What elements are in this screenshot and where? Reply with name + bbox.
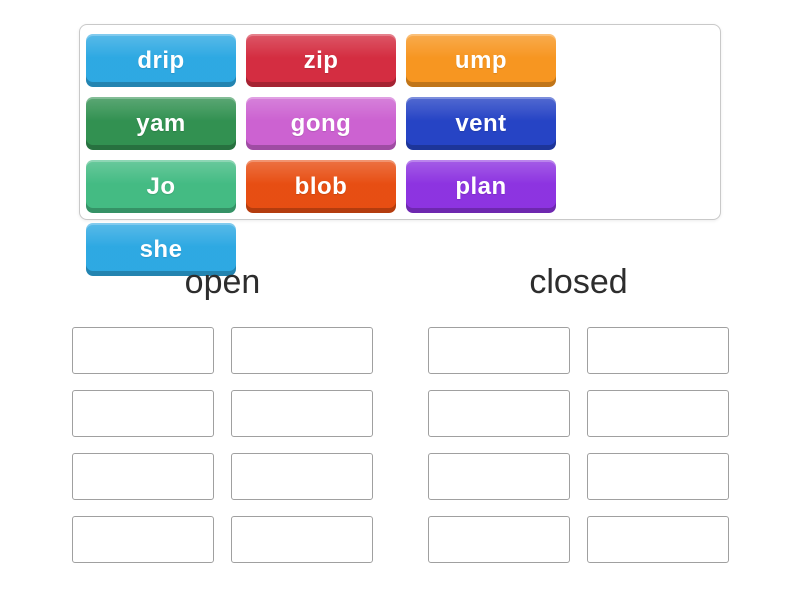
word-tile-label: drip [137,46,185,74]
word-tile[interactable]: blob [246,160,396,213]
drop-slot[interactable] [72,516,214,563]
drop-slot[interactable] [587,516,729,563]
word-tile[interactable]: Jo [86,160,236,213]
slot-grid [428,327,729,563]
drop-slot[interactable] [72,327,214,374]
word-tile-label: ump [454,46,508,74]
word-tile[interactable]: ump [406,34,556,87]
word-tile[interactable]: zip [246,34,396,87]
word-tile-label: yam [136,109,186,137]
drop-slot[interactable] [587,327,729,374]
word-tile-label: plan [455,172,507,200]
drop-slot[interactable] [231,516,373,563]
word-tile-label: gong [290,109,352,137]
drop-slot[interactable] [428,453,570,500]
group-closed: closed [428,260,729,563]
drop-slot[interactable] [587,390,729,437]
drop-slot[interactable] [231,327,373,374]
word-tile-label: vent [455,109,507,137]
drop-slot[interactable] [231,453,373,500]
word-tile[interactable]: vent [406,97,556,150]
group-title: closed [529,263,628,301]
drop-slot[interactable] [428,516,570,563]
word-tile-label: zip [303,46,339,74]
drop-slot[interactable] [587,453,729,500]
drop-slot[interactable] [72,390,214,437]
word-tile-label: she [139,235,183,263]
word-tile[interactable]: yam [86,97,236,150]
drop-slot[interactable] [428,390,570,437]
group-title: open [184,263,261,301]
word-tile[interactable]: drip [86,34,236,87]
word-tile-label: Jo [146,172,176,200]
group-open: open [72,260,373,563]
word-bank: drip zip ump yam gong vent Jo blob plan … [79,24,721,276]
drop-slot[interactable] [231,390,373,437]
word-tile[interactable]: she [86,223,236,276]
drop-slot[interactable] [428,327,570,374]
word-tile-label: blob [294,172,348,200]
word-tile[interactable]: gong [246,97,396,150]
word-tile[interactable]: plan [406,160,556,213]
drop-slot[interactable] [72,453,214,500]
slot-grid [72,327,373,563]
